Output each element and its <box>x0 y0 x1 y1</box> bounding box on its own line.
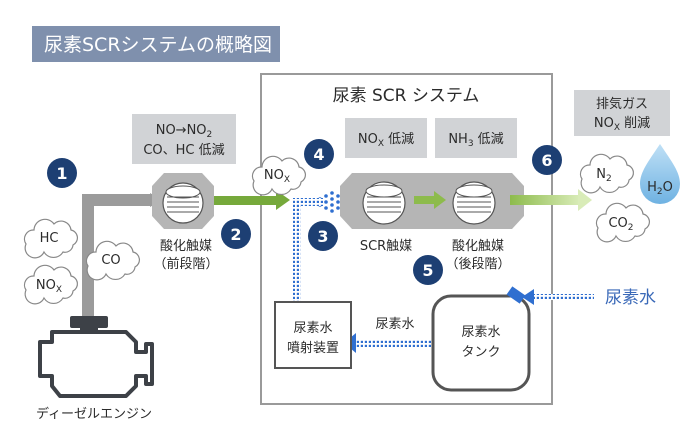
water-droplet-icon: H2O <box>640 144 680 204</box>
urea-line-top <box>293 198 323 206</box>
engine-label: ディーゼルエンジン <box>36 406 152 422</box>
green-arrow-shaft-1 <box>208 196 278 205</box>
info-box-5-text: NH3 低減 <box>448 131 503 149</box>
step-5-number: 5 <box>422 261 433 280</box>
front-catalyst-honeycomb <box>162 182 204 224</box>
info-box-1-line1: NO→NO2 <box>156 123 213 140</box>
cloud-nox-mid: NOX <box>251 155 307 196</box>
step-4-number: 4 <box>313 145 324 164</box>
urea-tank-cap <box>506 286 526 304</box>
diesel-engine-icon <box>38 316 154 398</box>
rear-catalyst-honeycomb <box>452 181 496 225</box>
injector-label-line2: 噴射装置 <box>287 340 339 356</box>
cloud-co: CO <box>85 240 141 281</box>
step-3: 3 <box>308 221 338 251</box>
system-label: 尿素 SCR システム <box>333 86 480 106</box>
info-box-1 <box>132 114 236 164</box>
diagram-title: 尿素SCRシステムの概略図 <box>44 34 272 56</box>
urea-tank <box>431 294 531 392</box>
step-4: 4 <box>304 139 334 169</box>
cloud-n2: N2 <box>579 153 635 194</box>
info-box-5 <box>435 118 517 158</box>
tank-label-line2: タンク <box>461 345 500 360</box>
water-droplet-text: H2O <box>647 180 673 197</box>
info-box-4 <box>345 118 427 158</box>
scr-system-frame <box>260 73 553 405</box>
step-6: 6 <box>532 145 562 175</box>
cloud-hc: HC <box>23 218 79 259</box>
info-box-6-line1: 排気ガス <box>596 96 648 112</box>
urea-supply-line <box>530 294 594 300</box>
cloud-nox-left: NOX <box>23 264 79 305</box>
rear-catalyst-label-2: （後段階） <box>445 257 510 272</box>
urea-line-tank <box>352 339 432 347</box>
urea-supply-arrowhead <box>522 289 534 305</box>
injector-label-line1: 尿素水 <box>293 321 332 336</box>
front-catalyst-label-2: （前段階） <box>153 256 218 272</box>
info-box-1-line2: CO、HC 低減 <box>143 142 224 158</box>
step-1: 1 <box>47 158 77 188</box>
green-arrowhead-2 <box>434 191 446 209</box>
step-2-number: 2 <box>230 225 241 244</box>
cloud-nox-mid-text: NOX <box>264 168 290 185</box>
step-6-number: 6 <box>541 151 552 170</box>
tank-label-line1: 尿素水 <box>461 325 500 340</box>
info-box-6 <box>574 90 670 136</box>
cloud-hc-text: HC <box>40 231 59 246</box>
urea-injector-box <box>274 301 352 369</box>
cloud-co-text: CO <box>101 253 120 268</box>
title-banner <box>32 26 280 62</box>
scr-catalyst-honeycomb <box>362 181 406 225</box>
step-1-number: 1 <box>56 164 67 183</box>
step-3-number: 3 <box>317 227 328 246</box>
rear-catalyst-label-1: 酸化触媒 <box>452 239 504 254</box>
info-box-4-text: NOX 低減 <box>358 131 414 149</box>
front-catalyst-label-1: 酸化触媒 <box>160 239 212 254</box>
exhaust-pipe <box>82 194 152 325</box>
green-arrow-exit-shaft <box>510 195 580 205</box>
step-5: 5 <box>413 255 443 285</box>
green-arrow-shaft-2 <box>414 196 436 204</box>
urea-line-vertical <box>293 202 301 302</box>
green-arrow-exit-head <box>578 189 592 211</box>
cloud-co2: CO2 <box>595 202 651 243</box>
step-2: 2 <box>221 219 251 249</box>
scr-catalyst-label: SCR触媒 <box>360 239 412 254</box>
cloud-nox-left-text: NOX <box>36 278 62 295</box>
cloud-co2-text: CO2 <box>608 216 633 233</box>
tank-to-injector-label: 尿素水 <box>375 317 414 332</box>
green-arrowhead-1 <box>276 190 290 210</box>
cloud-n2-text: N2 <box>596 167 611 184</box>
urea-supply-label: 尿素水 <box>605 288 656 308</box>
info-box-6-line2: NOX 削減 <box>594 115 650 133</box>
